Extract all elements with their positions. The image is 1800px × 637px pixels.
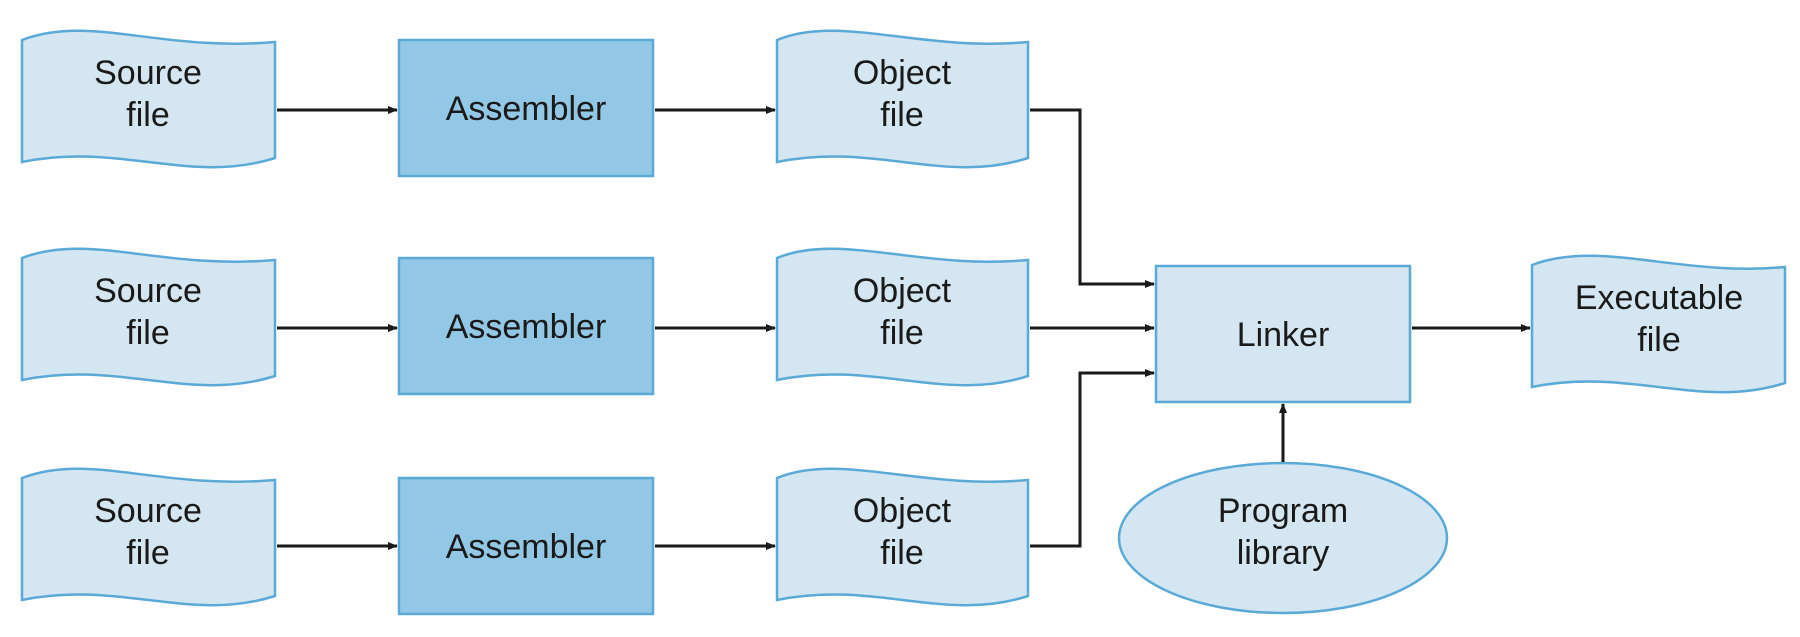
source-file-1: Source file: [20, 29, 277, 169]
source-file-1-shape: [20, 29, 277, 169]
object-file-1-shape: [775, 29, 1030, 169]
executable-file-shape: [1530, 254, 1787, 394]
assembler-3-box: [397, 476, 655, 616]
source-file-2: Source file: [20, 247, 277, 387]
linker-box: [1154, 264, 1412, 404]
assembler-2-label: Assembler: [446, 308, 607, 346]
object-file-1-line2: file: [880, 96, 923, 134]
source-file-3-shape: [20, 467, 277, 607]
source-file-2-line1: Source: [94, 272, 202, 310]
assembler-1: Assembler: [397, 38, 655, 178]
assembler-3: Assembler: [397, 476, 655, 616]
assembler-2: Assembler: [397, 256, 655, 396]
arrow-object3-to-linker: [1030, 369, 1155, 548]
assembler-2-box: [397, 256, 655, 396]
object-file-3: Object file: [775, 467, 1030, 607]
source-file-2-shape: [20, 247, 277, 387]
linker: Linker: [1154, 264, 1412, 404]
arrows: [277, 106, 1531, 550]
executable-file: Executable file: [1530, 254, 1787, 394]
arrow-object1-to-linker: [1030, 108, 1155, 288]
source-file-3-line2: file: [126, 534, 169, 572]
source-file-1-line1: Source: [94, 54, 202, 92]
executable-file-line2: file: [1637, 321, 1680, 359]
assembler-1-label: Assembler: [446, 90, 607, 128]
program-library-ellipse: [1117, 461, 1449, 615]
object-file-3-line1: Object: [853, 492, 952, 530]
linker-label: Linker: [1237, 316, 1330, 354]
object-file-3-shape: [775, 467, 1030, 607]
source-file-3-line1: Source: [94, 492, 202, 530]
assembler-1-box: [397, 38, 655, 178]
object-file-1: Object file: [775, 29, 1030, 169]
object-file-2: Object file: [775, 247, 1030, 387]
object-file-2-shape: [775, 247, 1030, 387]
program-library: Program library: [1117, 461, 1449, 615]
assembler-3-label: Assembler: [446, 528, 607, 566]
object-file-3-line2: file: [880, 534, 923, 572]
source-file-1-line2: file: [126, 96, 169, 134]
source-file-3: Source file: [20, 467, 277, 607]
source-file-2-line2: file: [126, 314, 169, 352]
program-library-line1: Program: [1218, 492, 1348, 530]
object-file-1-line1: Object: [853, 54, 952, 92]
executable-file-line1: Executable: [1575, 279, 1743, 317]
object-file-2-line1: Object: [853, 272, 952, 310]
object-file-2-line2: file: [880, 314, 923, 352]
program-library-line2: library: [1237, 534, 1330, 572]
